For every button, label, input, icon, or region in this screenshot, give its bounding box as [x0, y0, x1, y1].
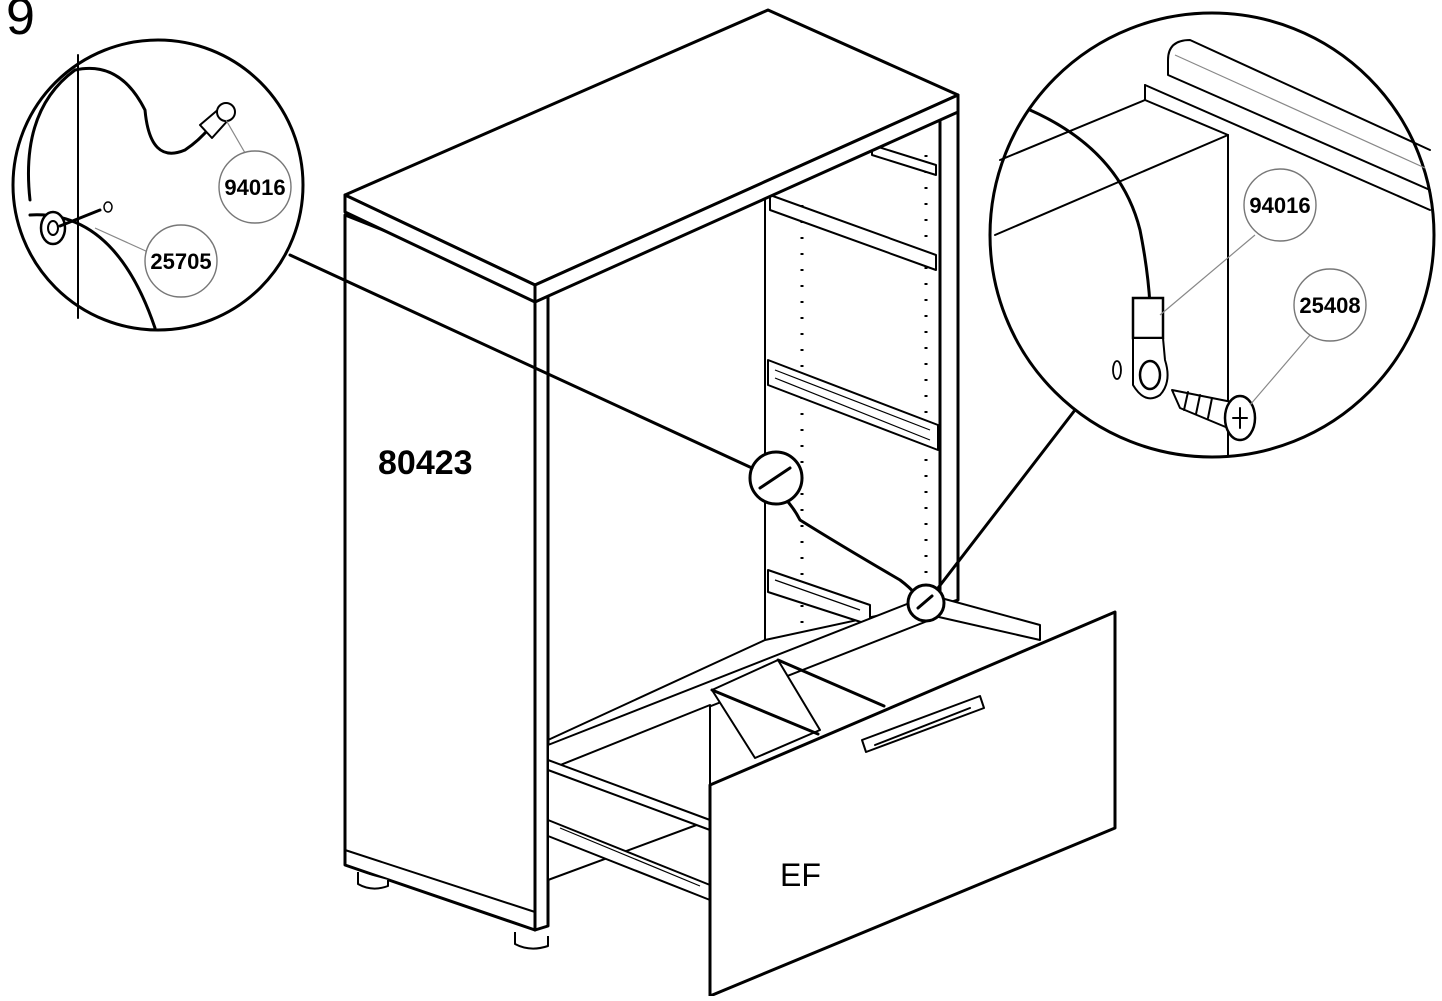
callout-left-cable: 94016: [224, 175, 285, 200]
drawer-divider-1: [711, 659, 821, 759]
detail-view-left: 94016 25705: [11, 38, 305, 332]
leader-line-left: [288, 253, 754, 470]
screw-icon: [58, 208, 102, 228]
callout-right-cable: 94016: [1249, 193, 1310, 218]
cabinet-top-side-edge: [533, 93, 960, 304]
callout-right-screw: 25408: [1299, 293, 1360, 318]
drawer-back-rim: [929, 594, 1041, 641]
leader-line-right: [936, 408, 1077, 590]
cabinet-right-side: [938, 108, 960, 608]
drawer-part-label: EF: [780, 857, 821, 893]
cabinet-foot-right: [514, 932, 549, 950]
drawer: EF: [547, 594, 1117, 998]
cabinet-left-side: [343, 213, 537, 932]
cabinet-left-edge: [533, 282, 550, 932]
cabinet: 80423: [343, 8, 960, 950]
right-screw-icon: [1171, 389, 1257, 442]
step-number: 9: [6, 0, 35, 46]
cabinet-foot-left: [357, 872, 389, 890]
callout-left-screw: 25705: [150, 249, 211, 274]
drawer-runners: [767, 144, 939, 626]
right-cable-lug-icon: [1131, 296, 1165, 340]
detail-view-right: 94016 25408: [988, 11, 1436, 459]
cable-route: [748, 450, 946, 623]
cabinet-part-number: 80423: [378, 444, 473, 482]
